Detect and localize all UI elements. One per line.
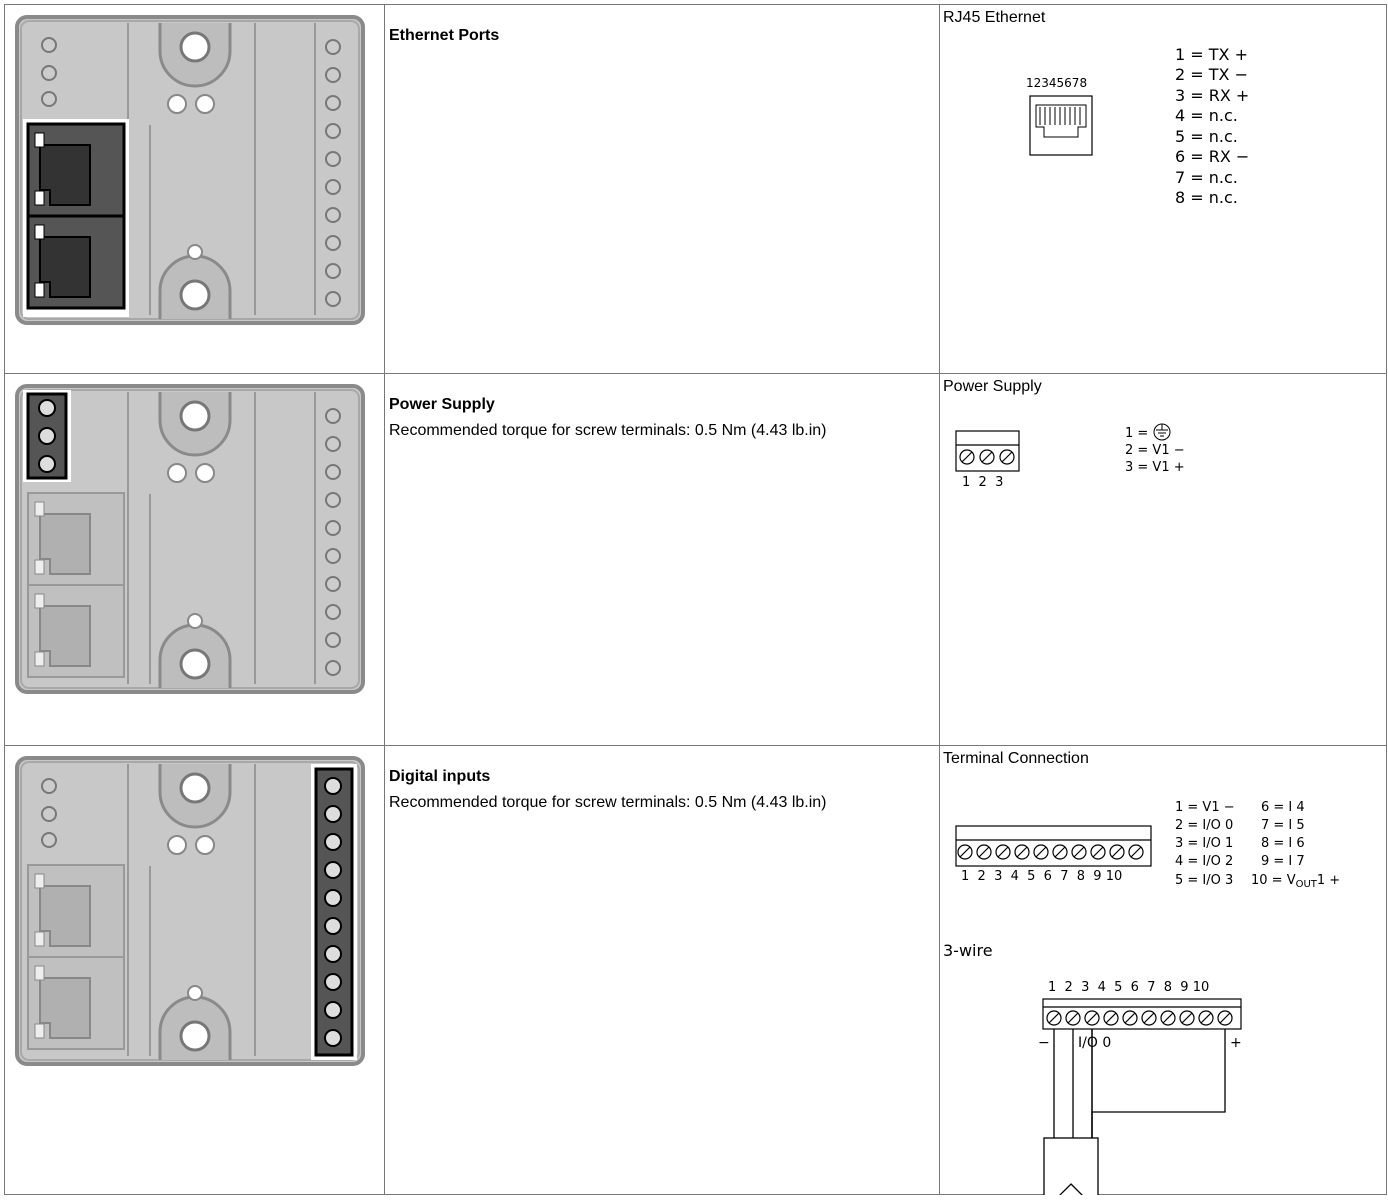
diagram-cell: Power Supply 1 2 3 1 = bbox=[939, 373, 1387, 746]
diagram-cell: Terminal Connection 1 2 3 4 5 6 7 8 9 10… bbox=[939, 745, 1387, 1195]
description-cell: Power Supply Recommended torque for scre… bbox=[384, 373, 940, 746]
pin-label: 1 = TX + bbox=[1175, 45, 1248, 64]
terminal-numbers: 1 2 3 bbox=[962, 475, 1003, 490]
wire-minus-label: − bbox=[1038, 1035, 1050, 1051]
pin-label: 8 = I 6 bbox=[1261, 836, 1305, 851]
pin-label: 4 = n.c. bbox=[1175, 106, 1238, 125]
pin-label: 10 = VOUT1 + bbox=[1251, 873, 1340, 890]
torque-note: Recommended torque for screw terminals: … bbox=[389, 794, 827, 811]
wire-plus-label: + bbox=[1230, 1035, 1242, 1051]
pin-label: 9 = I 7 bbox=[1261, 854, 1305, 869]
diagram-heading: Terminal Connection bbox=[943, 750, 1089, 767]
sensor-icon bbox=[1059, 1183, 1083, 1195]
device-digital-inputs-image bbox=[15, 756, 365, 1066]
section-title: Ethernet Ports bbox=[389, 27, 500, 44]
table-row: Digital inputs Recommended torque for sc… bbox=[4, 745, 1387, 1195]
pin-label: 6 = RX − bbox=[1175, 147, 1249, 166]
ground-icon bbox=[1153, 423, 1171, 441]
device-power-image bbox=[15, 384, 365, 694]
pin-label: 6 = I 4 bbox=[1261, 800, 1305, 815]
pin-label: 3 = I/O 1 bbox=[1175, 836, 1233, 851]
pin-label: 5 = I/O 3 bbox=[1175, 873, 1233, 888]
description-cell: Ethernet Ports bbox=[384, 4, 940, 374]
pin-label: 1 = V1 − bbox=[1175, 800, 1235, 815]
wiring-terminal-numbers: 1 2 3 4 5 6 7 8 9 10 bbox=[1048, 980, 1209, 995]
torque-note: Recommended torque for screw terminals: … bbox=[389, 422, 827, 439]
wiring-heading: 3-wire bbox=[943, 941, 993, 960]
terminal-table: Ethernet Ports RJ45 Ethernet 12345678 1 … bbox=[4, 4, 1387, 1195]
pin-label: 2 = V1 − bbox=[1125, 443, 1185, 458]
device-image-cell bbox=[4, 4, 385, 374]
pin-label: 5 = n.c. bbox=[1175, 127, 1238, 146]
rj45-diagram: 12345678 1 = TX + 2 = TX − 3 = RX + 4 = … bbox=[1026, 45, 1249, 207]
table-row: Power Supply Recommended torque for scre… bbox=[4, 373, 1387, 746]
diagram-cell: RJ45 Ethernet 12345678 1 = TX + 2 = TX −… bbox=[939, 4, 1387, 374]
pin-label: 7 = n.c. bbox=[1175, 168, 1238, 187]
diagram-heading: RJ45 Ethernet bbox=[943, 9, 1046, 26]
pin-label: 3 = RX + bbox=[1175, 86, 1249, 105]
pin-label: 1 = bbox=[1125, 426, 1148, 441]
device-image-cell bbox=[4, 373, 385, 746]
device-ethernet-image bbox=[15, 15, 365, 325]
description-cell: Digital inputs Recommended torque for sc… bbox=[384, 745, 940, 1195]
pin-label: 7 = I 5 bbox=[1261, 818, 1305, 833]
diagram-heading: Power Supply bbox=[943, 378, 1042, 395]
pin-label: 2 = TX − bbox=[1175, 65, 1248, 84]
power-terminal-diagram: 1 2 3 1 = 2 = V1 − 3 = V1 + bbox=[955, 423, 1185, 490]
pin-label: 3 = V1 + bbox=[1125, 460, 1185, 475]
table-row: Ethernet Ports RJ45 Ethernet 12345678 1 … bbox=[4, 4, 1387, 374]
terminal-numbers: 1 2 3 4 5 6 7 8 9 10 bbox=[961, 869, 1122, 884]
wire-io-label: I/O 0 bbox=[1078, 1035, 1111, 1051]
section-title: Digital inputs bbox=[389, 768, 491, 785]
device-image-cell bbox=[4, 745, 385, 1195]
pin-label: 8 = n.c. bbox=[1175, 188, 1238, 207]
pin-label: 4 = I/O 2 bbox=[1175, 854, 1233, 869]
section-title: Power Supply bbox=[389, 396, 495, 413]
pin-label: 2 = I/O 0 bbox=[1175, 818, 1233, 833]
connector-pin-label: 12345678 bbox=[1026, 76, 1087, 90]
digital-terminal-diagram: 1 2 3 4 5 6 7 8 9 10 1 = V1 − 2 = I/O 0 … bbox=[943, 800, 1340, 1195]
